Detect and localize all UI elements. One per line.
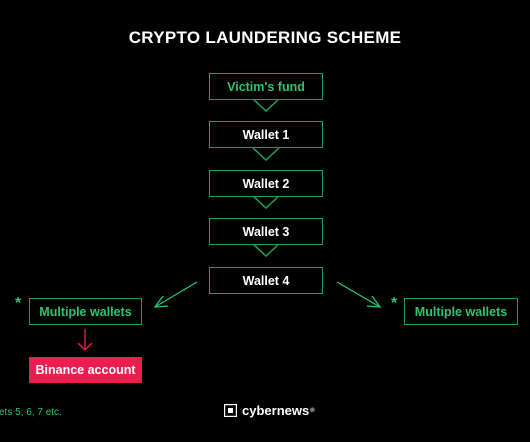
wallet-4-box: Wallet 4: [209, 267, 323, 294]
pointer-wallet-2: [252, 195, 280, 210]
left-multiple-wallets-box: Multiple wallets: [29, 298, 142, 325]
diagram-title: CRYPTO LAUNDERING SCHEME: [128, 28, 402, 47]
wallet-3-box: Wallet 3: [209, 218, 323, 245]
arrow-down-binance: [77, 329, 93, 351]
victims-fund-box: Victim's fund: [209, 73, 323, 100]
cybernews-logo-icon: [224, 404, 237, 417]
wallet-2-box: Wallet 2: [209, 170, 323, 197]
pointer-wallet-1: [252, 147, 280, 162]
left-asterisk: *: [15, 295, 22, 312]
right-multiple-wallets-box: Multiple wallets: [404, 298, 518, 325]
wallet-1-box: Wallet 1: [209, 121, 323, 148]
brand-name: cybernews: [242, 403, 310, 418]
binance-account-box: Binance account: [29, 357, 142, 383]
registered-mark: ®: [310, 407, 315, 414]
footnote: ets 5, 6, 7 etc.: [0, 407, 62, 418]
pointer-wallet-3: [252, 243, 280, 258]
right-asterisk: *: [391, 295, 398, 312]
arrow-left: [153, 281, 198, 308]
cybernews-logo: cybernews®: [224, 403, 315, 418]
arrow-right: [336, 281, 382, 308]
pointer-source: [252, 98, 280, 113]
